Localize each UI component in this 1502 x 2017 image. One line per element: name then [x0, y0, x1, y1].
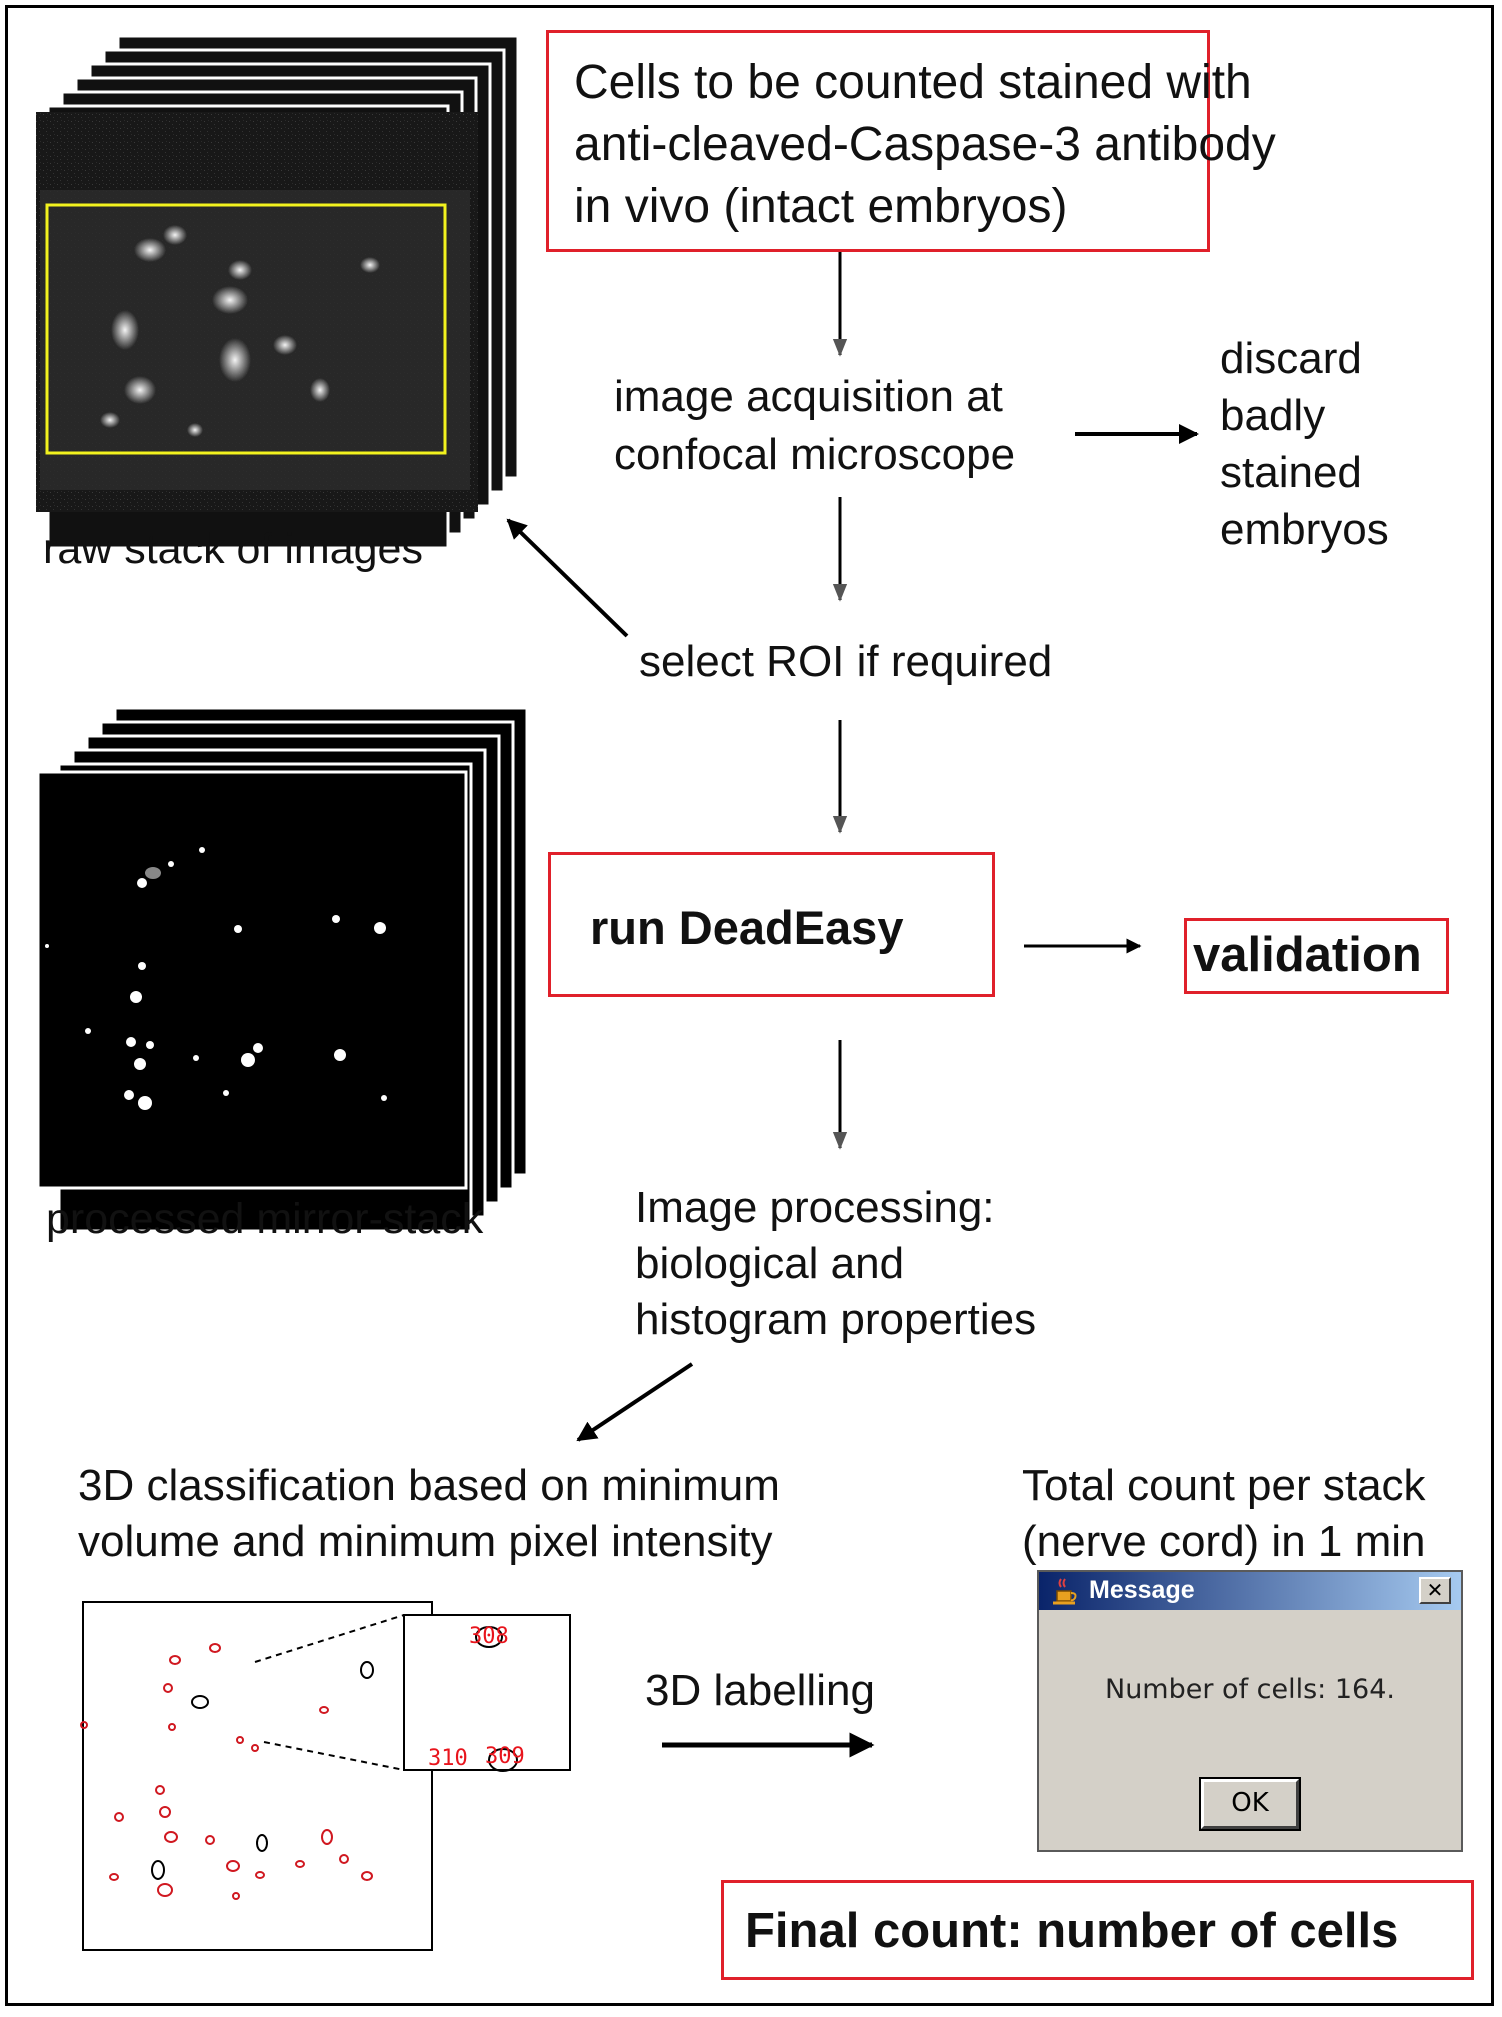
final-count-box [721, 1880, 1474, 1980]
acquisition-step: image acquisition at confocal microscope [614, 372, 1016, 479]
classification-image [82, 1601, 433, 1951]
inset-label: 309 [485, 1744, 525, 1769]
zoom-guide-top [254, 1614, 405, 1663]
roi-rectangle [45, 203, 447, 455]
run-deadeasy-label[interactable]: run DeadEasy [590, 901, 904, 954]
raw-image-stack [36, 34, 520, 550]
dialog-title-bar: Message ✕ [1039, 1572, 1461, 1610]
roi-step: select ROI if required [639, 637, 1053, 686]
run-deadeasy-box [548, 852, 995, 997]
stain-box [546, 30, 1210, 252]
raw-stained-cells [100, 225, 380, 437]
segmented-cells [45, 847, 387, 1110]
classification-panel: 308 310 309 [80, 1601, 571, 1951]
validation-box [1184, 918, 1449, 994]
message-dialog: Message ✕ Number of cells: 164. OK [1037, 1570, 1463, 1852]
processed-stack-front-image [36, 770, 468, 1190]
classified-cell-outlines [80, 1643, 374, 1900]
dialog-message: Number of cells: 164. [1105, 1674, 1395, 1705]
processed-stack-caption: processed mirror-stack [46, 1195, 484, 1243]
final-count-label: Final count: number of cells [745, 1904, 1399, 1958]
discard-step: discard badly stained embryos [1220, 334, 1389, 554]
validation-label: validation [1193, 928, 1422, 982]
arrow-roi-to-raw-stack [506, 518, 629, 638]
dialog-title: Message [1089, 1576, 1195, 1604]
arrow-processing-to-classification [576, 1362, 694, 1442]
raw-stack-caption: raw stack of images [43, 525, 423, 573]
labelling-step: 3D labelling [645, 1666, 875, 1715]
flow-arrows [506, 252, 1199, 1758]
zoom-inset [403, 1614, 571, 1771]
ok-button[interactable]: OK [1201, 1779, 1299, 1829]
processing-step: Image processing: biological and histogr… [635, 1183, 1037, 1344]
outer-frame [5, 5, 1494, 2006]
processed-mirror-stack [36, 706, 529, 1233]
inset-cell-outline [475, 1626, 503, 1648]
close-x-icon[interactable]: ✕ [1419, 1577, 1451, 1604]
inset-cell-outline [488, 1748, 518, 1772]
inset-label: 308 [469, 1624, 509, 1649]
inset-label: 310 [428, 1746, 468, 1771]
zoom-guide-bottom [263, 1741, 405, 1771]
java-coffee-cup-icon [1053, 1578, 1077, 1605]
total-count-step: Total count per stack (nerve cord) in 1 … [1022, 1461, 1426, 1566]
embryo-tissue [40, 190, 470, 490]
stain-box-text: Cells to be counted stained with anti-cl… [574, 56, 1276, 233]
classification-step: 3D classification based on minimum volum… [78, 1461, 780, 1566]
